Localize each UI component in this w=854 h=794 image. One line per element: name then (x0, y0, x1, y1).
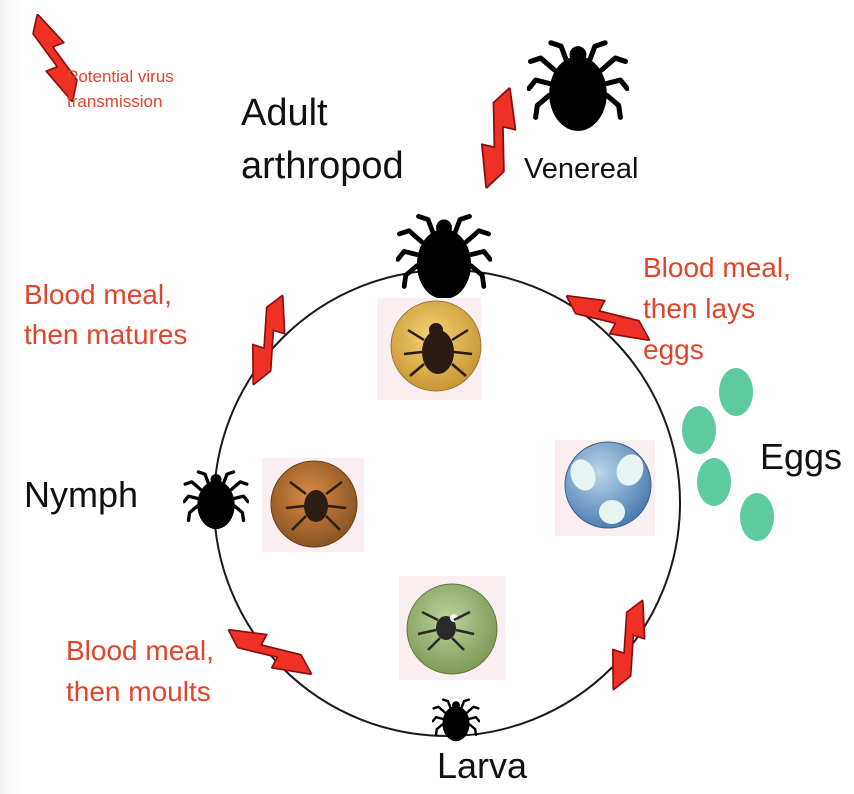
egg-icon (740, 493, 774, 541)
annotation-line: then moults (66, 676, 211, 707)
annotation-line: eggs (643, 334, 704, 365)
stage-label-adult-line-2: arthropod (241, 145, 404, 187)
transition-label-venereal: Venereal (524, 153, 639, 185)
transition-label-larva-to-nymph: Blood meal, then moults (66, 630, 214, 712)
tick-photo-icon (377, 298, 482, 400)
lightning-bolt-icon (581, 596, 675, 694)
legend-label: Potential virus transmission (67, 64, 174, 114)
tick-silhouette-icon (529, 43, 627, 131)
lightning-bolt-icon (561, 269, 655, 367)
tick-silhouette-icon (183, 470, 249, 531)
tick-photo-icon (399, 576, 505, 680)
legend-line-2: transmission (67, 92, 163, 111)
stage-label-nymph: Nymph (24, 474, 139, 515)
annotation-line: Blood meal, (643, 252, 791, 283)
legend-line-1: Potential virus (67, 67, 174, 86)
stage-label-adult-line-1: Adult (241, 92, 328, 134)
stage-label-eggs: Eggs (760, 436, 843, 477)
transition-label-adult-to-eggs: Blood meal, then lays eggs (643, 247, 791, 370)
egg-icon (719, 368, 753, 416)
tick-silhouette-icon (398, 216, 490, 299)
stage-label-larva: Larva (437, 745, 528, 786)
annotation-line: then lays (643, 293, 756, 324)
egg-icon (682, 406, 716, 454)
annotation-line: Blood meal, (24, 279, 172, 310)
annotation-line: then matures (24, 319, 188, 350)
tick-photo-icon (262, 458, 364, 552)
tick-photo-icon (555, 440, 655, 536)
egg-icon (697, 458, 731, 506)
annotation-line: Blood meal, (66, 635, 214, 666)
transition-label-nymph-to-adult: Blood meal, then matures (24, 275, 187, 355)
lightning-bolt-icon (221, 291, 315, 389)
